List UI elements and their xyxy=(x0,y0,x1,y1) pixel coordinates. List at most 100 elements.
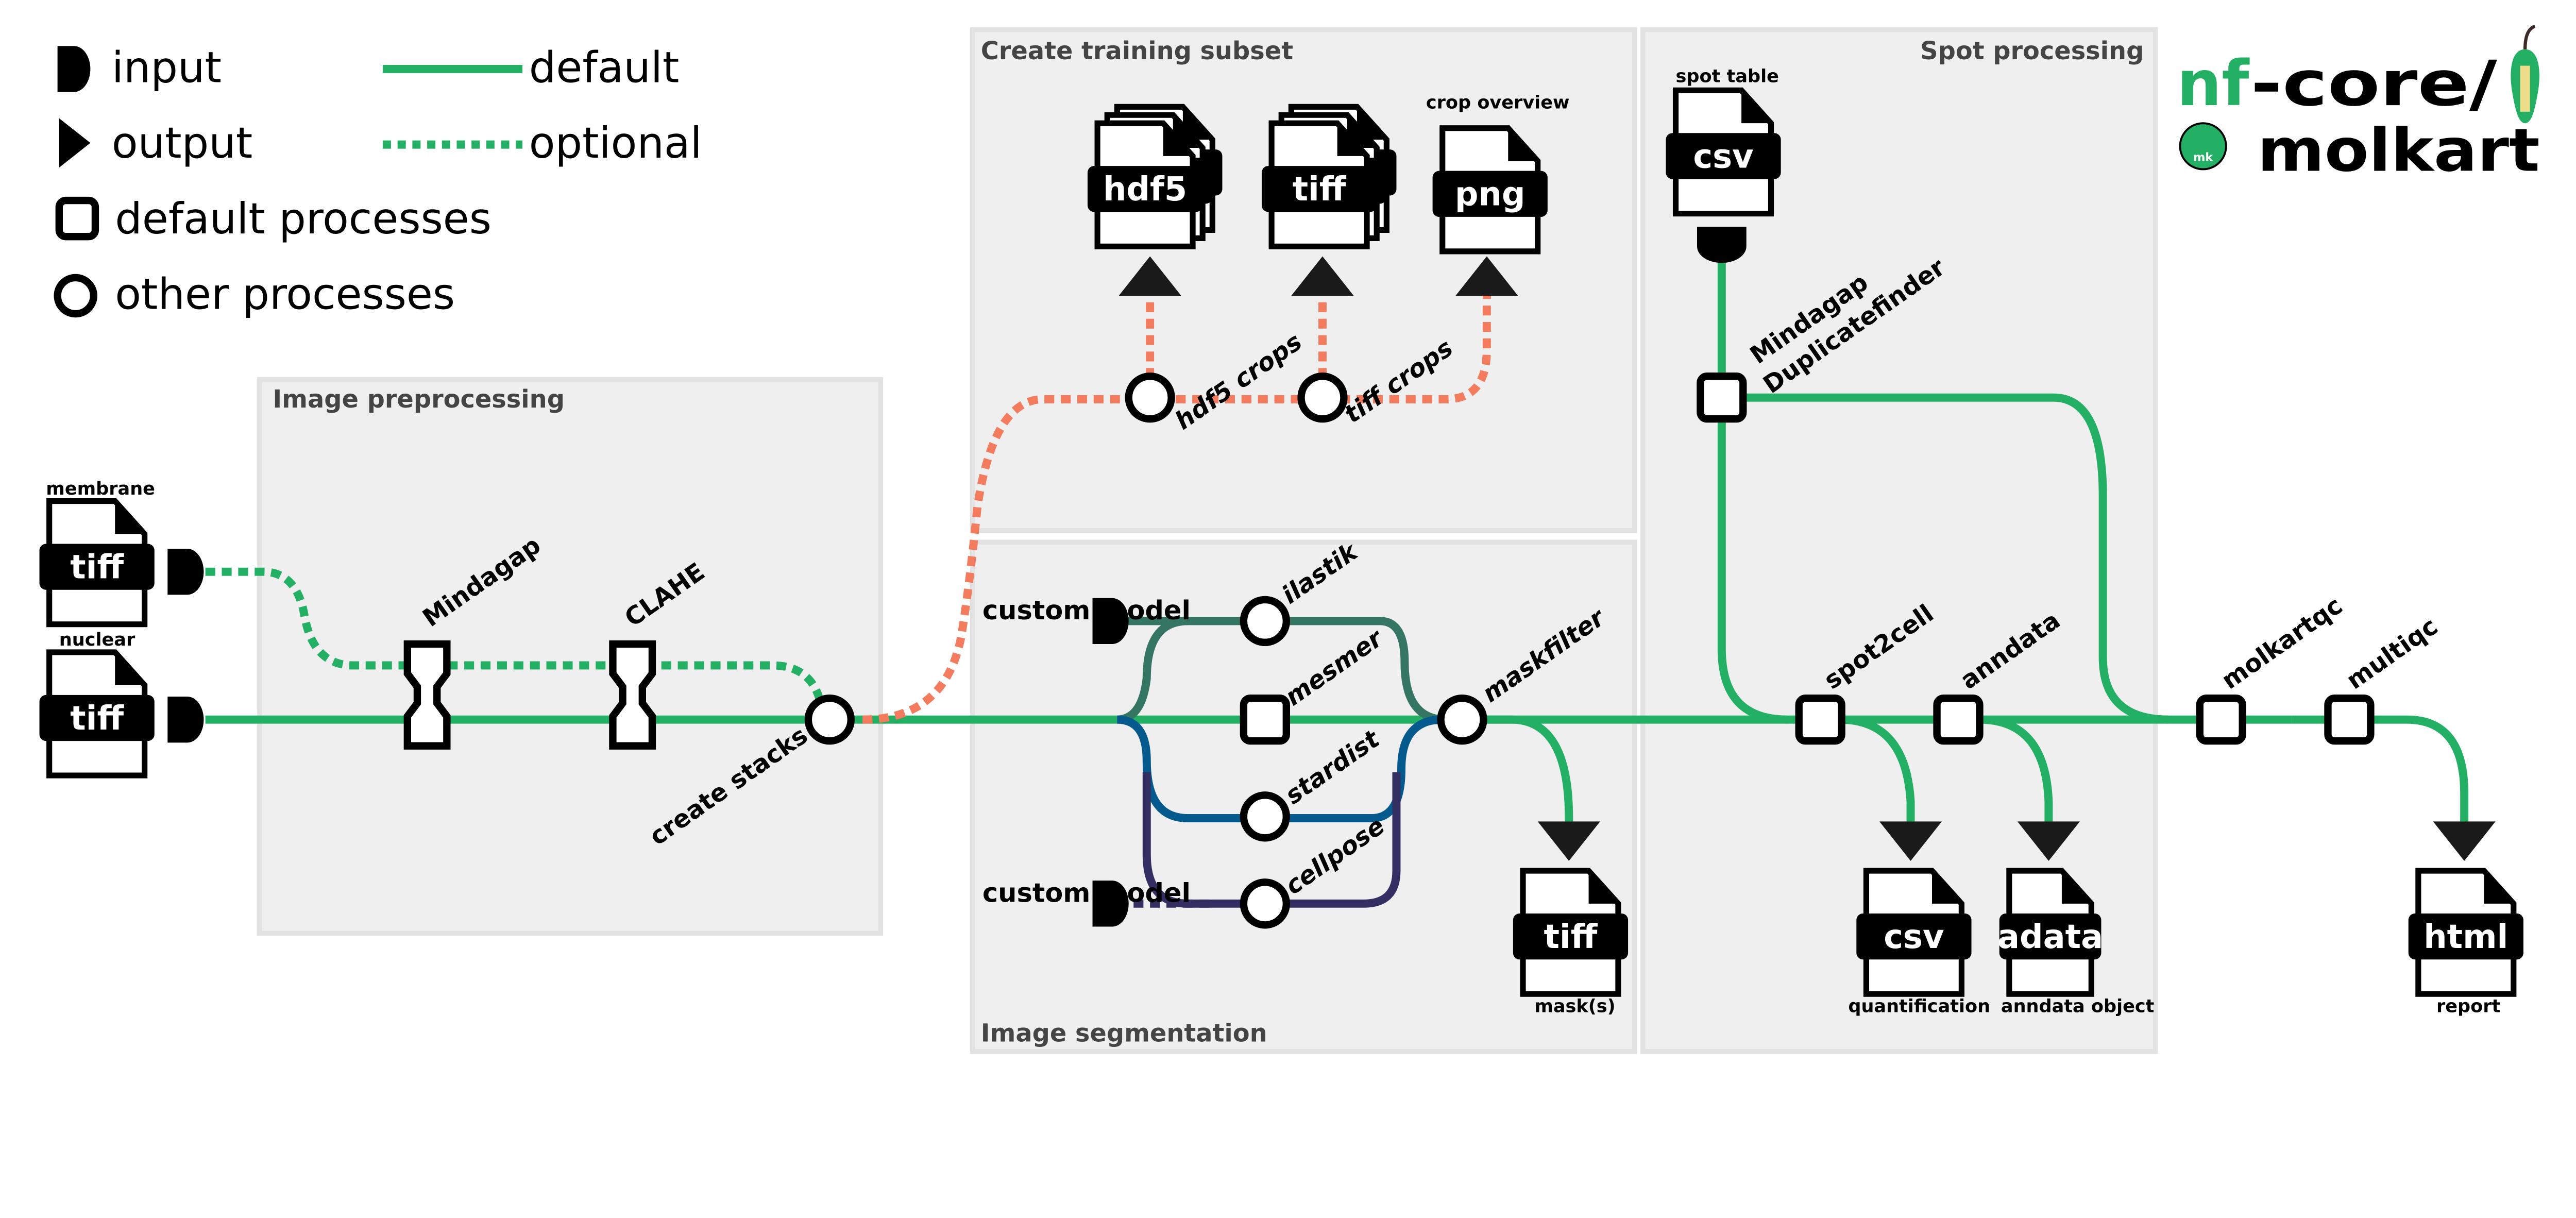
quantification-label: quantification xyxy=(1848,995,1990,1017)
create-stacks-process xyxy=(804,695,855,745)
membrane-file-band xyxy=(39,544,155,590)
legend-optional: optional xyxy=(529,118,702,168)
membrane-optional-line xyxy=(205,567,826,707)
group-preprocessing xyxy=(257,377,883,936)
spot2cell-output-line xyxy=(1840,715,1915,822)
png-output-file-band xyxy=(1432,171,1548,217)
square-legend-icon xyxy=(55,196,99,241)
stardist-process xyxy=(1240,791,1290,842)
legend-input: input xyxy=(112,42,222,92)
png-output-file-type: png xyxy=(1455,176,1526,214)
logo-molkart: molkart xyxy=(2257,116,2539,185)
tiff-output-file-type: tiff xyxy=(1293,171,1347,209)
legend-other-processes: other processes xyxy=(115,269,455,319)
html-output-file-type: html xyxy=(2424,918,2508,956)
apple-stem xyxy=(2523,24,2536,49)
ilastik-line xyxy=(1117,617,1446,724)
spot-table-file-type: csv xyxy=(1693,138,1753,176)
nuclear-file-type: tiff xyxy=(70,700,124,738)
hdf5-output-icon xyxy=(1118,256,1181,296)
nuclear-label: nuclear xyxy=(59,629,135,650)
label-multiqc: multiqc xyxy=(2342,612,2443,695)
custom-model-2-label: custom model xyxy=(982,878,1191,909)
spot-table-file-corner xyxy=(1741,90,1771,124)
report-output-icon xyxy=(2433,821,2496,861)
stardist-line xyxy=(1116,715,1443,822)
mask-label: mask(s) xyxy=(1534,995,1615,1017)
spot-table-input-icon xyxy=(1697,227,1747,263)
custom-model-1-label: custom model xyxy=(982,596,1191,626)
hdf5-output-file-band xyxy=(1087,166,1203,212)
output-legend-icon xyxy=(59,118,91,168)
molkart-pipeline-diagram: Image preprocessing Create training subse… xyxy=(39,24,2540,1054)
spot-table-label: spot table xyxy=(1676,65,1779,87)
duplicatefinder-branch-line xyxy=(1741,393,2169,724)
spot2cell-process xyxy=(1795,695,1845,745)
tiff-output-file-band xyxy=(1261,166,1377,212)
molkartqc-process xyxy=(2196,695,2246,745)
nuclear-input-icon xyxy=(167,697,204,743)
tiff-output-icon xyxy=(1291,256,1354,296)
group-title-training: Create training subset xyxy=(981,37,1293,65)
maskfilter-process xyxy=(1437,695,1487,745)
apple-core-center xyxy=(2520,65,2530,112)
membrane-input-icon xyxy=(167,549,204,595)
mask-output-file-type: tiff xyxy=(1544,918,1598,956)
legend-output: output xyxy=(112,118,252,168)
clahe-process xyxy=(609,640,656,750)
csv-output-file-type: csv xyxy=(1884,918,1944,956)
mask-output-icon xyxy=(1537,821,1600,861)
mesmer-process xyxy=(1240,695,1290,745)
nuclear-file-corner xyxy=(115,652,145,685)
circle-legend-icon xyxy=(54,274,97,318)
group-title-spot: Spot processing xyxy=(1920,37,2144,65)
tiff-crops-process xyxy=(1297,373,1348,423)
ilastik-process xyxy=(1240,596,1290,646)
mindagap-process xyxy=(403,640,451,750)
anndata-process xyxy=(1933,695,1984,745)
csv-output-file-band xyxy=(1856,913,1972,960)
label-molkartqc: molkartqc xyxy=(2216,591,2348,695)
hdf5-crops-process xyxy=(1125,373,1175,423)
anndata-object-label: anndata object xyxy=(2001,995,2155,1017)
report-branch-line xyxy=(2292,715,2469,822)
ilastik-branch-line xyxy=(1116,617,1188,724)
csv-output-icon xyxy=(1879,821,1942,861)
multiqc-process xyxy=(2324,695,2375,745)
spot-table-file-band xyxy=(1666,133,1781,179)
maskfilter-output-line xyxy=(1478,715,1573,822)
group-title-preprocessing: Image preprocessing xyxy=(273,385,565,414)
mask-output-file-band xyxy=(1513,913,1629,960)
html-output-file-band xyxy=(2408,913,2523,960)
custom-model-1-input-icon xyxy=(1092,598,1129,644)
nuclear-file-band xyxy=(39,695,155,741)
custom-model-2-input-icon xyxy=(1092,881,1129,927)
duplicatefinder-process xyxy=(1697,373,1747,423)
logo-nf: nf xyxy=(2177,47,2250,120)
legend-default: default xyxy=(529,42,680,92)
training-subset-line xyxy=(862,295,1491,724)
adata-output-file-corner xyxy=(2061,871,2092,904)
hdf5-output-file-corner xyxy=(1163,123,1193,156)
legend-default-processes: default processes xyxy=(115,194,492,244)
anndata-output-line xyxy=(1979,715,2053,822)
group-title-segmentation: Image segmentation xyxy=(981,1020,1267,1048)
membrane-label: membrane xyxy=(46,478,155,499)
adata-output-file-type: adata xyxy=(1997,918,2103,956)
adata-output-file-band xyxy=(1999,913,2102,960)
input-legend-icon xyxy=(57,46,91,92)
cellpose-process xyxy=(1240,878,1290,929)
membrane-file-corner xyxy=(115,501,145,534)
logo-badge-text: mk xyxy=(2193,150,2213,164)
membrane-file-type: tiff xyxy=(70,548,124,586)
mask-output-file-corner xyxy=(1588,871,1618,904)
hdf5-output-file-type: hdf5 xyxy=(1103,171,1187,209)
csv-output-file-corner xyxy=(1931,871,1962,904)
logo-core: -core/ xyxy=(2251,47,2498,120)
png-output-icon xyxy=(1455,256,1518,296)
crop-overview-label: crop overview xyxy=(1426,92,1570,113)
molkart-badge-icon xyxy=(2179,122,2227,171)
adata-output-icon xyxy=(2017,821,2080,861)
report-label: report xyxy=(2436,995,2500,1017)
spot-table-line xyxy=(1717,263,1788,724)
